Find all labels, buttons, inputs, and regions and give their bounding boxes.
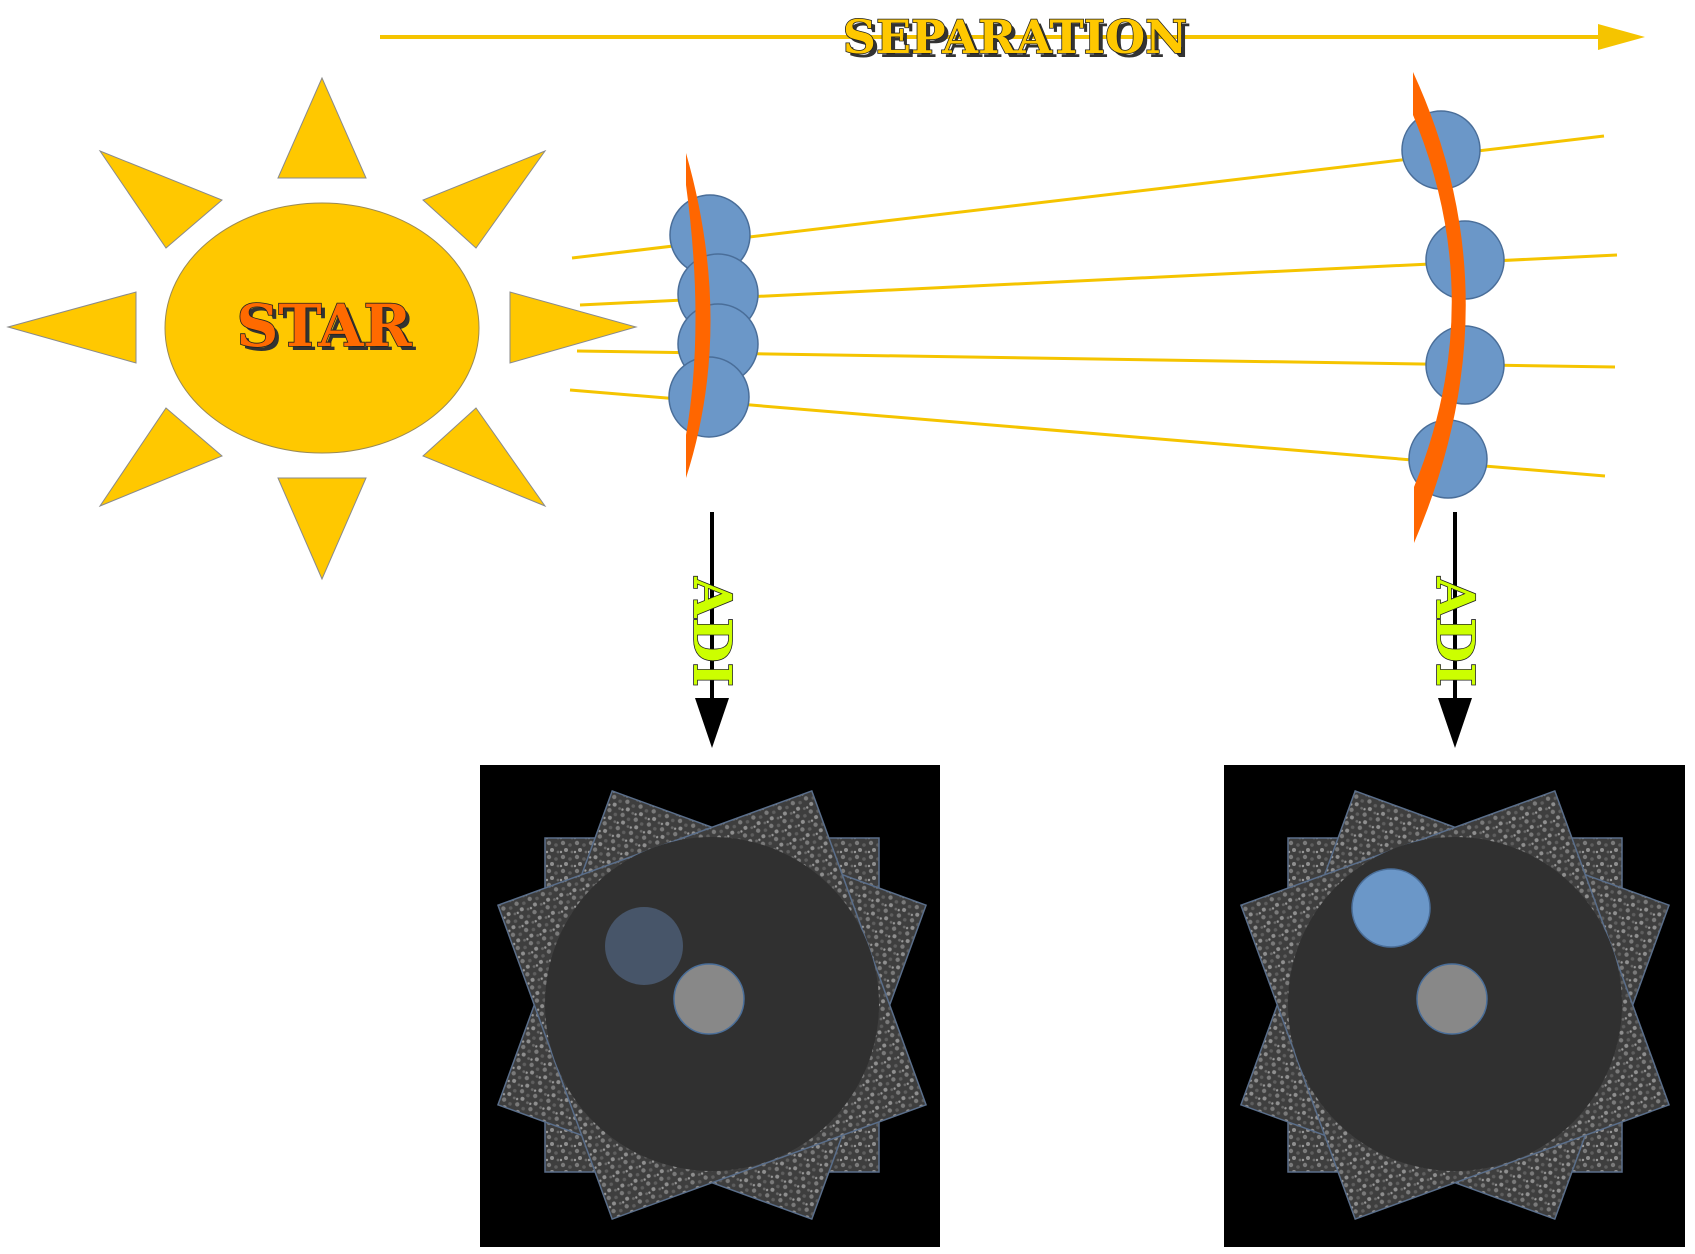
sun-ray-right bbox=[509, 291, 638, 364]
separation-arrow bbox=[380, 24, 1645, 50]
star-label-shadow: STAR bbox=[240, 296, 416, 364]
faded-planet-near bbox=[605, 907, 683, 985]
adi-arrow-far-head bbox=[1438, 698, 1472, 748]
far-planet-3 bbox=[1425, 325, 1505, 405]
adi-label-far: ADI bbox=[1424, 576, 1485, 687]
far-planet-group bbox=[1401, 110, 1505, 499]
separation-label: SEPARATION bbox=[843, 10, 1187, 64]
near-planet-4 bbox=[668, 356, 750, 438]
sun-ray-bottom-right bbox=[422, 407, 547, 508]
sun-disk bbox=[164, 202, 480, 454]
sun-ray-top-left bbox=[98, 149, 223, 249]
adi-image-near bbox=[480, 765, 940, 1247]
sun-ray-top-right bbox=[422, 149, 547, 249]
near-planet-group bbox=[668, 194, 759, 438]
bright-planet-far bbox=[1351, 868, 1431, 948]
gray-spot-near bbox=[673, 963, 745, 1035]
near-orange-arc bbox=[686, 153, 711, 478]
sun-ray-left bbox=[6, 291, 137, 364]
adi-image-far bbox=[1224, 765, 1685, 1247]
sun-ray-top bbox=[277, 76, 367, 179]
adi-arrow-far bbox=[1438, 512, 1472, 748]
sun-ray-bottom bbox=[277, 477, 367, 581]
sun-ray-bottom-left bbox=[98, 407, 223, 508]
adi-arrow-near-head bbox=[695, 698, 729, 748]
star-label: STAR bbox=[236, 292, 412, 360]
gray-spot-far bbox=[1416, 963, 1488, 1035]
far-orange-arc bbox=[1413, 72, 1466, 543]
adi-label-near: ADI bbox=[681, 576, 742, 687]
separation-arrowhead bbox=[1598, 24, 1645, 50]
separation-label-shadow: SEPARATION bbox=[847, 14, 1191, 68]
adi-arrow-near bbox=[695, 512, 729, 748]
sun-rays bbox=[6, 76, 638, 581]
